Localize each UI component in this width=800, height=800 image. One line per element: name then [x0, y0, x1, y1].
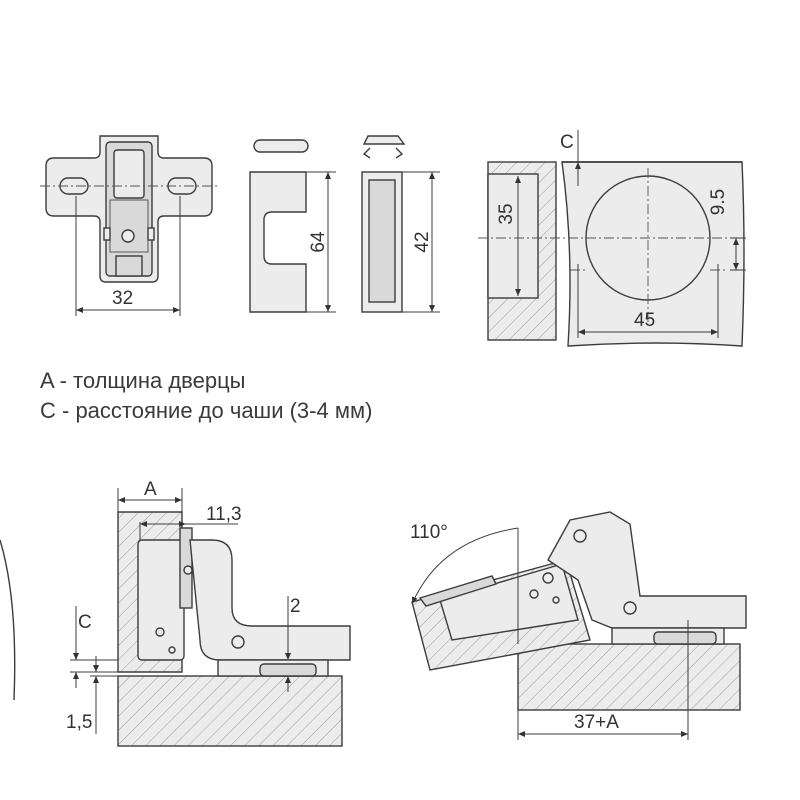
open-hinge-section: 110° 37+A: [410, 511, 747, 740]
dim-cover-height: 64: [308, 231, 329, 253]
dim-overlay: 37+A: [574, 712, 619, 733]
dim-plate-width: 32: [112, 288, 133, 309]
dim-cup-depth: 35: [496, 203, 517, 224]
insert-plate-view: 42: [361, 135, 440, 313]
cover-cap-view: 64: [249, 139, 336, 313]
dim-label-c-top: C: [560, 132, 574, 153]
dim-arm-offset: 11,3: [206, 504, 242, 525]
dim-bore-offset: 9.5: [708, 189, 729, 215]
legend-line-c: C - расстояние до чаши (3-4 мм): [40, 398, 372, 423]
dim-base-gap: 1,5: [66, 712, 92, 733]
mounting-plate-view: 32: [40, 135, 218, 316]
dim-label-c-side: C: [78, 612, 92, 633]
dim-label-a: A: [144, 479, 157, 500]
closed-hinge-section: A 11,3 2 C 1,5: [0, 479, 351, 747]
dim-angle: 110°: [410, 522, 448, 543]
dim-cup-diameter: 45: [634, 310, 655, 331]
legend-line-a: A - толщина дверцы: [40, 368, 245, 393]
dim-gap: 2: [290, 596, 301, 617]
cup-boring-view: 35 45 9.5 C: [478, 130, 748, 347]
dim-insert-height: 42: [412, 231, 433, 252]
